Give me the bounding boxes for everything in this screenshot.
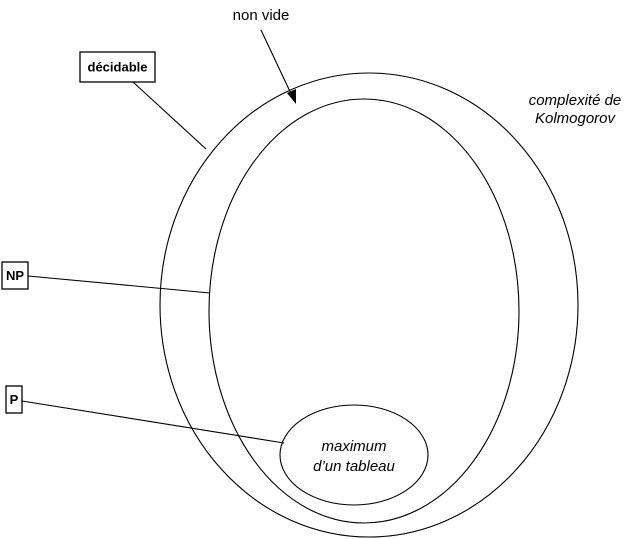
decidable-label: décidable xyxy=(79,51,156,83)
decidable-region xyxy=(159,72,579,538)
p-label: P xyxy=(5,385,23,414)
np-leader-line xyxy=(27,275,211,294)
np-region xyxy=(208,98,520,524)
non-vide-arrowhead xyxy=(287,89,296,104)
p-region xyxy=(279,404,429,506)
p-label-text: P xyxy=(10,392,19,407)
decidable-label-text: décidable xyxy=(88,60,148,75)
decidable-leader-line xyxy=(132,81,207,150)
np-label: NP xyxy=(1,261,29,290)
p-leader-line xyxy=(21,400,285,444)
kolmogorov-label-line1: complexité de xyxy=(529,92,622,109)
non-vide-arrow-line xyxy=(260,29,295,101)
np-label-text: NP xyxy=(6,268,24,283)
non-vide-label: non vide xyxy=(233,7,290,24)
kolmogorov-label-line2: Kolmogorov xyxy=(535,110,617,127)
maximum-label-line2: d’un tableau xyxy=(313,458,395,475)
maximum-label-line1: maximum xyxy=(321,438,386,455)
